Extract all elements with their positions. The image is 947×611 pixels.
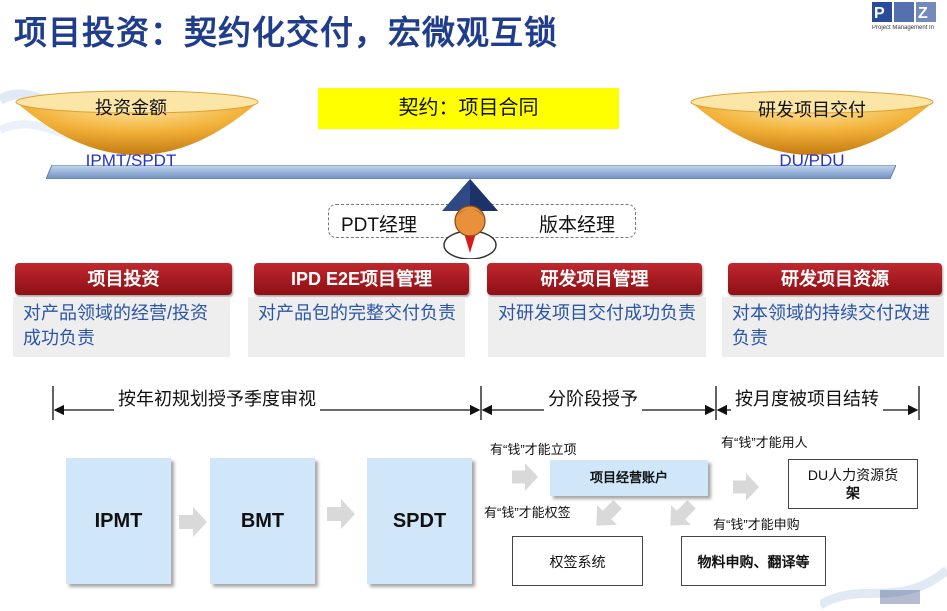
- arrow-right-icon: [179, 507, 207, 537]
- du-resource-line1: DU人力资源货: [807, 467, 899, 483]
- column-header-ipd-e2e: IPD E2E项目管理: [254, 263, 469, 295]
- column-header-rd-resource: 研发项目资源: [728, 263, 942, 295]
- note-purchase: 有“钱”才能申购: [713, 517, 800, 532]
- arrow-right-icon: [327, 499, 355, 529]
- timeline-label-monthly: 按月度被项目结转: [731, 385, 883, 411]
- arrow-right-icon: [512, 463, 538, 491]
- column-header-investment: 项目投资: [15, 263, 232, 295]
- spdt-box: SPDT: [367, 458, 472, 584]
- du-resource-box: DU人力资源货 架: [788, 459, 918, 509]
- logo-icon: P Z: [872, 2, 936, 22]
- ipmt-box: IPMT: [66, 458, 171, 584]
- right-bowl-sub: DU/PDU: [779, 151, 845, 170]
- column-header-rd-project: 研发项目管理: [487, 263, 702, 295]
- arrow-down-left-icon: [670, 500, 696, 526]
- decorative-swirl: [820, 566, 947, 609]
- project-account-box: 项目经营账户: [550, 460, 708, 496]
- bmt-box: BMT: [210, 458, 315, 584]
- right-bowl: [690, 90, 934, 155]
- note-signing: 有“钱”才能权签: [484, 505, 571, 520]
- contract-label: 契约：项目合同: [318, 88, 619, 129]
- arrow-right-icon: [733, 473, 759, 501]
- left-bowl: [15, 90, 259, 155]
- note-staffing: 有“钱”才能用人: [721, 435, 808, 450]
- role-pdt-manager: PDT经理: [341, 215, 418, 236]
- timeline-label-phased: 分阶段授予: [544, 385, 642, 411]
- arrow-down-left-icon: [596, 500, 622, 526]
- note-project-initiation: 有“钱”才能立项: [490, 442, 577, 457]
- right-bowl-label: 研发项目交付: [758, 100, 866, 120]
- column-desc-rd-project: 对研发项目交付成功负责: [488, 297, 706, 357]
- du-resource-line2: 架: [846, 485, 860, 501]
- person-icon: [442, 179, 498, 259]
- svg-text:P: P: [874, 5, 885, 22]
- logo-subtitle: Project Management In: [872, 25, 935, 31]
- left-bowl-sub: IPMT/SPDT: [85, 151, 177, 170]
- balance-beam: [46, 165, 896, 179]
- svg-text:Z: Z: [918, 5, 928, 22]
- column-desc-investment: 对产品领域的经营/投资成功负责: [13, 297, 230, 357]
- purchase-box: 物料申购、翻译等: [681, 536, 826, 586]
- page-title: 项目投资：契约化交付，宏微观互锁: [14, 14, 558, 51]
- column-desc-ipd-e2e: 对产品包的完整交付负责: [248, 297, 465, 357]
- timeline-label-annual: 按年初规划授予季度审视: [114, 385, 320, 411]
- left-bowl-label: 投资金额: [95, 98, 167, 118]
- column-desc-rd-resource: 对本领域的持续交付改进负责: [722, 297, 944, 357]
- signing-system-box: 权签系统: [512, 536, 643, 586]
- role-version-manager: 版本经理: [539, 215, 616, 236]
